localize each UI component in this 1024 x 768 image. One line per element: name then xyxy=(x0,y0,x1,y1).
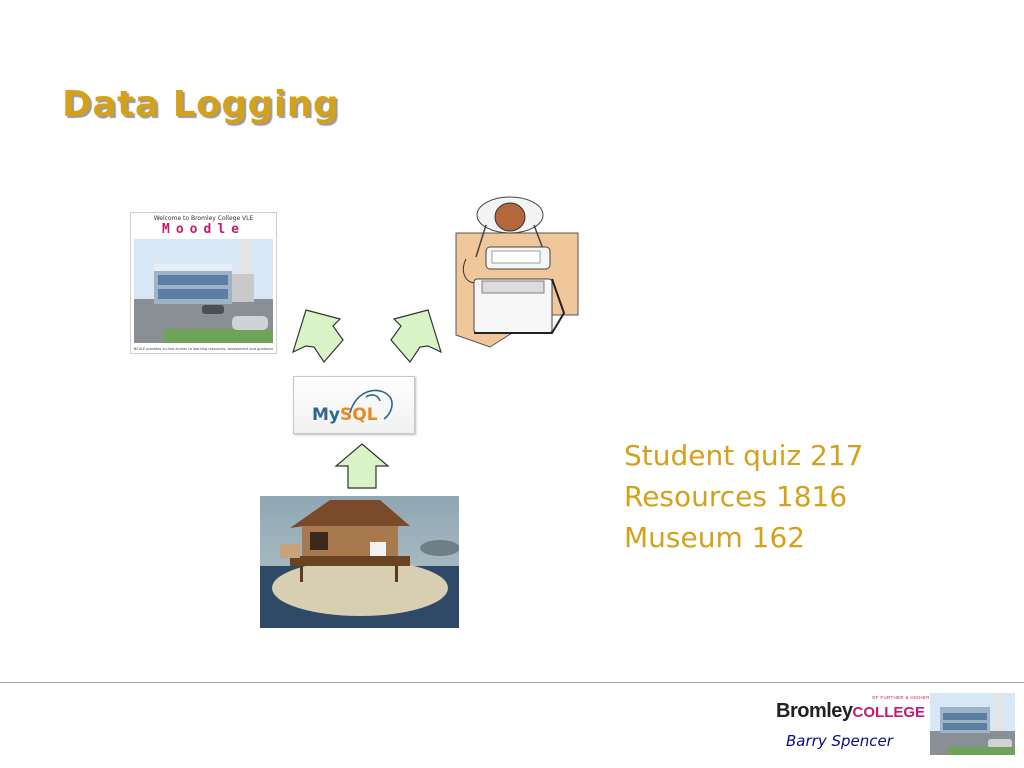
author-name: Barry Spencer xyxy=(786,732,893,750)
moodle-brand: Moodle xyxy=(162,222,245,237)
arrow-up-right-icon xyxy=(390,309,442,363)
moodle-tagline: BCVLE provides on-line access to learnin… xyxy=(133,347,274,351)
mysql-label: MySQL xyxy=(312,405,378,425)
dolphin-icon xyxy=(349,389,393,420)
virtual-museum-image xyxy=(260,496,459,628)
slide-title: Data Logging xyxy=(62,84,340,125)
arrow-up-left-icon xyxy=(292,309,344,363)
moodle-screenshot: Welcome to Bromley College VLE Moodle BC… xyxy=(130,212,277,354)
footer-divider xyxy=(0,682,1024,683)
moodle-welcome-text: Welcome to Bromley College VLE xyxy=(153,215,254,222)
user-at-computer-icon xyxy=(455,196,579,348)
arrow-up-icon xyxy=(334,443,390,489)
stat-student-quiz: Student quiz 217 xyxy=(624,439,864,472)
college-building-thumbnail xyxy=(930,693,1015,755)
log-stats-list: Student quiz 217 Resources 1816 Museum 1… xyxy=(624,435,863,558)
bromley-college-logo: BromleyCOLLEGE OF FURTHER & HIGHER EDUCA… xyxy=(776,695,961,722)
stat-resources: Resources 1816 xyxy=(624,480,848,513)
mysql-logo: MySQL xyxy=(293,376,415,434)
college-building-image xyxy=(134,239,273,343)
stat-museum: Museum 162 xyxy=(624,521,806,554)
